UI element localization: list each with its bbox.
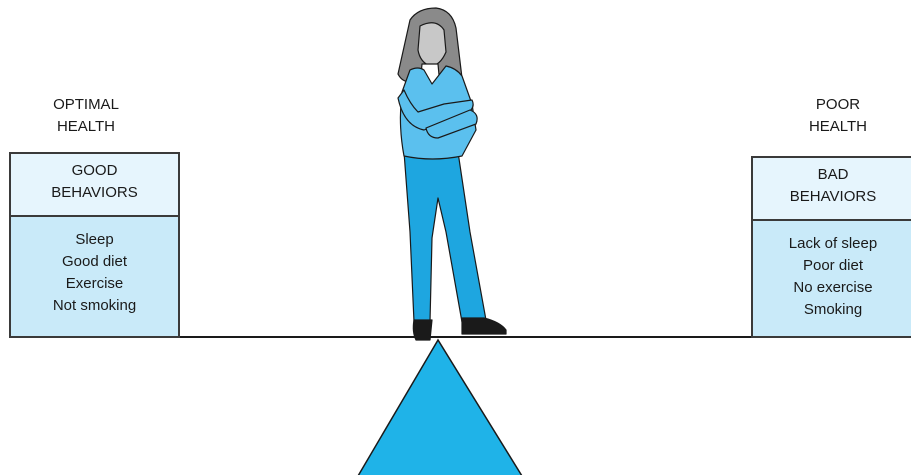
person-icon — [398, 8, 506, 340]
good-behaviors-title: GOOD BEHAVIORS — [11, 154, 178, 217]
poor-health-heading-line1: POOR — [768, 94, 908, 116]
good-behaviors-list: Sleep Good diet Exercise Not smoking — [11, 217, 178, 336]
good-behaviors-box: GOOD BEHAVIORS Sleep Good diet Exercise … — [9, 152, 180, 338]
list-item-lack-of-sleep: Lack of sleep — [753, 233, 911, 255]
list-item-smoking: Smoking — [753, 299, 911, 321]
bad-behaviors-box: BAD BEHAVIORS Lack of sleep Poor diet No… — [751, 156, 911, 338]
bad-behaviors-list: Lack of sleep Poor diet No exercise Smok… — [753, 221, 911, 336]
optimal-health-heading-line2: HEALTH — [16, 116, 156, 138]
optimal-health-heading-line1: OPTIMAL — [16, 94, 156, 116]
list-item-sleep: Sleep — [11, 229, 178, 251]
list-item-no-exercise: No exercise — [753, 277, 911, 299]
bad-behaviors-title: BAD BEHAVIORS — [753, 158, 911, 221]
poor-health-heading-line2: HEALTH — [768, 116, 908, 138]
fulcrum-icon — [358, 340, 522, 475]
bad-behaviors-title-line2: BEHAVIORS — [753, 186, 911, 208]
list-item-good-diet: Good diet — [11, 251, 178, 273]
list-item-exercise: Exercise — [11, 273, 178, 295]
optimal-health-heading: OPTIMAL HEALTH — [16, 94, 156, 138]
list-item-poor-diet: Poor diet — [753, 255, 911, 277]
good-behaviors-title-line2: BEHAVIORS — [11, 182, 178, 204]
list-item-not-smoking: Not smoking — [11, 295, 178, 317]
bad-behaviors-title-line1: BAD — [753, 164, 911, 186]
poor-health-heading: POOR HEALTH — [768, 94, 908, 138]
good-behaviors-title-line1: GOOD — [11, 160, 178, 182]
